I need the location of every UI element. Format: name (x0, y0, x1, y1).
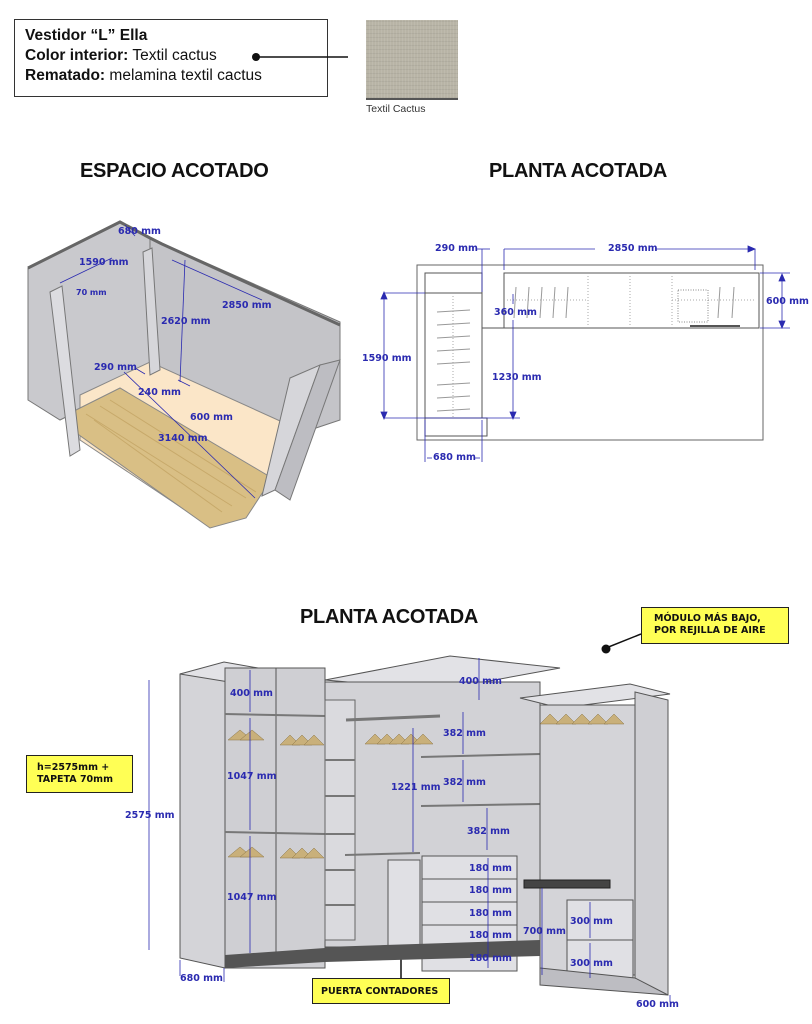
right-module-side (634, 691, 669, 996)
wall-rim (27, 220, 341, 327)
dim-elev-depth680: 680 mm (180, 973, 223, 984)
plan-left-module (424, 272, 483, 419)
dim-elev-drawer180-3: 180 mm (469, 908, 512, 919)
dim-space-240: 240 mm (138, 387, 181, 398)
dim-elev-depth600: 600 mm (636, 999, 679, 1010)
dim-elev-hang1047-lower: 1047 mm (227, 892, 277, 903)
dim-elev-total2575: 2575 mm (125, 810, 175, 821)
callout-lower-module-line1: MÓDULO MÁS BAJO, (654, 613, 761, 624)
dim-plan-680: 680 mm (433, 452, 476, 463)
dim-space-680: 680 mm (118, 226, 161, 237)
callout-lower-module-line2: POR REJILLA DE AIRE (654, 625, 766, 636)
meter-door (387, 859, 421, 951)
dim-plan-2850: 2850 mm (608, 243, 658, 254)
dim-space-2850: 2850 mm (222, 300, 272, 311)
swatch-label: Textil Cactus (366, 103, 426, 115)
dim-plan-600: 600 mm (766, 296, 809, 307)
callout-meter-door-text: PUERTA CONTADORES (321, 986, 439, 997)
heading-elevation: PLANTA ACOTADA (300, 606, 478, 628)
dim-space-3140: 3140 mm (158, 433, 208, 444)
dim-elev-drawer180-5: 180 mm (469, 953, 512, 964)
dim-elev-hang1221: 1221 mm (391, 782, 441, 793)
pillar-left (49, 285, 81, 457)
dim-plan-1230: 1230 mm (492, 372, 542, 383)
dim-elev-shelf382-3: 382 mm (467, 826, 510, 837)
interior-value: Textil cactus (132, 47, 217, 64)
lower-module-marker (601, 644, 611, 654)
dim-plan-290: 290 mm (435, 243, 478, 254)
material-swatch (366, 20, 458, 100)
spec-leader-line (252, 53, 348, 61)
dim-elev-top400-mid: 400 mm (459, 676, 502, 687)
spec-title: Vestidor “L” Ella (25, 27, 148, 44)
dim-elev-shelf382-1: 382 mm (443, 728, 486, 739)
middle-shelf-tower (324, 699, 356, 941)
spec-box: Vestidor “L” Ella Color interior: Textil… (14, 19, 328, 97)
callout-height-line1: h=2575mm + (37, 762, 110, 773)
dim-elev-shelf382-2: 382 mm (443, 777, 486, 788)
pullout-tray (523, 879, 611, 889)
plan-room-outline (416, 264, 764, 441)
dim-space-290: 290 mm (94, 362, 137, 373)
dim-elev-top400-left: 400 mm (230, 688, 273, 699)
left-module-side (179, 663, 226, 969)
heading-plan: PLANTA ACOTADA (489, 160, 667, 182)
finish-value: melamina textil cactus (109, 67, 262, 84)
dim-space-2620: 2620 mm (161, 316, 211, 327)
dim-elev-drawer180-4: 180 mm (469, 930, 512, 941)
callout-meter-door: PUERTA CONTADORES (312, 978, 450, 1004)
dim-space-600: 600 mm (190, 412, 233, 423)
wall-right-front (274, 359, 341, 501)
pillar-mid (142, 247, 161, 376)
dim-elev-drawer300-2: 300 mm (570, 958, 613, 969)
dim-space-1590: 1590 mm (79, 257, 129, 268)
dim-elev-hang1047-upper: 1047 mm (227, 771, 277, 782)
plan-shoe-rack (677, 289, 709, 323)
dim-space-70: 70 mm (76, 288, 107, 297)
dim-plan-1590: 1590 mm (362, 353, 412, 364)
dim-elev-desk700: 700 mm (523, 926, 566, 937)
dim-elev-drawer180-2: 180 mm (469, 885, 512, 896)
dim-elev-drawer180-1: 180 mm (469, 863, 512, 874)
interior-label: Color interior: (25, 47, 129, 64)
left-module-interior (224, 667, 326, 969)
heading-space: ESPACIO ACOTADO (80, 160, 269, 182)
callout-lower-module: MÓDULO MÁS BAJO, POR REJILLA DE AIRE (641, 607, 789, 644)
dim-elev-drawer300-1: 300 mm (570, 916, 613, 927)
dim-plan-360: 360 mm (494, 307, 537, 318)
callout-height-note: h=2575mm + TAPETA 70mm (26, 755, 133, 793)
callout-height-line2: TAPETA 70mm (37, 774, 113, 785)
finish-label: Rematado: (25, 67, 106, 84)
